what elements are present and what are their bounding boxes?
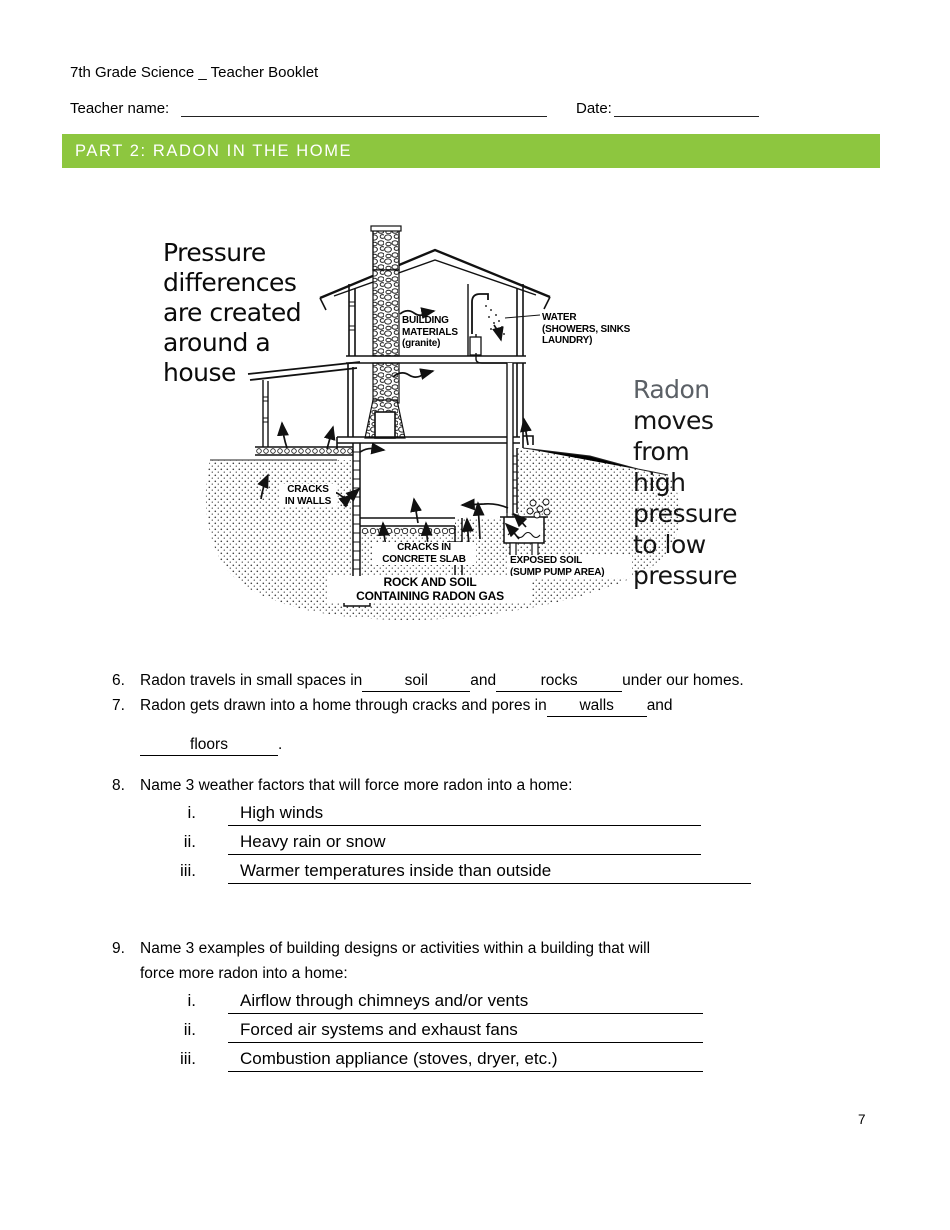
house-walls [336, 284, 526, 450]
q9-answer-1: Airflow through chimneys and/or vents [228, 991, 703, 1014]
plumbing [469, 293, 541, 518]
cracks-in-slab-label: CRACKS IN CONCRETE SLAB [372, 542, 476, 565]
q8-answer-3: Warmer temperatures inside than outside [228, 861, 751, 884]
q9-item-1: i. Airflow through chimneys and/or vents [0, 991, 703, 1014]
q6-post: under our homes. [622, 672, 744, 689]
q8-prompt: Name 3 weather factors that will force m… [140, 777, 573, 794]
q8-item-1: i. High winds [0, 803, 701, 826]
q9-answer-2: Forced air systems and exhaust fans [228, 1020, 703, 1043]
date-blank [614, 100, 759, 117]
q7-blank-2: floors [140, 736, 278, 756]
q9-answer-3: Combustion appliance (stoves, dryer, etc… [228, 1049, 703, 1072]
question-7-line2: floors. [140, 736, 282, 756]
roof [319, 248, 551, 311]
exposed-soil-label: EXPOSED SOIL (SUMP PUMP AREA) [508, 555, 632, 578]
q9-number: 9. [112, 940, 125, 957]
q7-mid: and [646, 697, 673, 714]
q9-prompt-line2: force more radon into a home: [140, 965, 348, 982]
q7-post: . [278, 736, 283, 753]
sump-gravel [526, 498, 551, 519]
porch-rubble [256, 448, 353, 454]
q6-blank-1: soil [362, 672, 471, 692]
q8-answer-2: Heavy rain or snow [228, 832, 701, 855]
question-8: 8. Name 3 weather factors that will force… [112, 777, 572, 795]
rock-and-soil-label: ROCK AND SOIL CONTAINING RADON GAS [328, 575, 532, 603]
q8-answer-1: High winds [228, 803, 701, 826]
chimney [364, 225, 406, 439]
question-7: 7. Radon gets drawn into a home through c… [112, 697, 673, 717]
q8-item-3: iii. Warmer temperatures inside than outs… [0, 861, 751, 884]
radon-caption-word: Radon [633, 375, 710, 404]
q8-numeral-3: iii. [179, 861, 196, 880]
fireplace-opening [374, 411, 396, 439]
q9-item-2: ii. Forced air systems and exhaust fans [0, 1020, 703, 1043]
drain-pipe [506, 363, 514, 513]
question-9: 9. Name 3 examples of building designs or… [112, 940, 650, 958]
q8-item-2: ii. Heavy rain or snow [0, 832, 701, 855]
building-materials-label: BUILDING MATERIALS (granite) [402, 315, 458, 349]
teacher-name-blank [181, 100, 547, 117]
q7-blank-1: walls [546, 697, 647, 717]
water-leader-line [504, 314, 541, 319]
q9-numeral-3: iii. [179, 1049, 196, 1068]
question-9-line2: force more radon into a home: [140, 965, 348, 983]
q9-item-3: iii. Combustion appliance (stoves, dryer,… [0, 1049, 703, 1072]
q7-number: 7. [112, 697, 125, 714]
teacher-name-label: Teacher name: [70, 100, 170, 117]
q9-numeral-2: ii. [183, 1020, 196, 1039]
q6-text: Radon travels in small spaces in [140, 672, 363, 689]
water-label: WATER (SHOWERS, SINKS LAUNDRY) [542, 312, 631, 346]
date-label: Date: [576, 100, 612, 117]
pressure-caption: Pressure differences are created around … [163, 238, 302, 387]
q9-prompt-line1: Name 3 examples of building designs or a… [140, 940, 651, 957]
q8-numeral-2: ii. [183, 832, 196, 851]
q6-number: 6. [112, 672, 125, 689]
radon-caption-rest: moves from high pressure to low pressure [633, 406, 737, 590]
radon-house-diagram: Pressure differences are created around … [160, 222, 780, 627]
porch [247, 361, 361, 456]
q6-blank-2: rocks [496, 672, 623, 692]
page-number: 7 [858, 1112, 866, 1127]
name-date-row: Teacher name: Date: [70, 98, 880, 118]
q9-numeral-1: i. [187, 991, 197, 1010]
q7-text: Radon gets drawn into a home through cra… [140, 697, 547, 714]
booklet-title: 7th Grade Science _ Teacher Booklet [70, 64, 319, 81]
q8-numeral-1: i. [187, 803, 197, 822]
section-banner: PART 2: RADON IN THE HOME [62, 134, 880, 168]
cracks-in-walls-label: CRACKS IN WALLS [280, 484, 336, 507]
shower-pipe [471, 293, 489, 334]
q8-number: 8. [112, 777, 125, 794]
q6-mid: and [470, 672, 497, 689]
